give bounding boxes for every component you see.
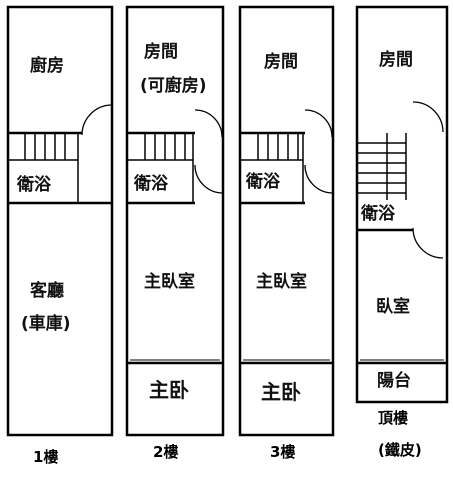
floor-3-plan: [238, 5, 335, 437]
floor-1-stairs: [8, 133, 78, 161]
floor-3-door: [304, 109, 333, 138]
floor-2-room-note: (可廚房): [140, 76, 207, 96]
floor-1-living-note: (車庫): [21, 314, 71, 334]
floor-3-master-label: 主臥室: [256, 272, 307, 292]
floor-2-plan: [125, 5, 225, 437]
floor-2-master-label: 主臥室: [144, 272, 195, 292]
floor-1-door: [81, 104, 113, 136]
floor-3-door: [304, 164, 334, 194]
floor-2-outline: [125, 5, 225, 437]
floor-3-master-bath-label: 主卧: [261, 380, 301, 404]
floor-2-bath-label: 衛浴: [134, 174, 168, 194]
floor-1-outline: [6, 5, 114, 437]
floor-3-caption: 3樓: [270, 443, 296, 461]
floor-3-outline: [238, 5, 335, 437]
top-floor-room-label: 房間: [379, 50, 413, 70]
top-floor-door: [412, 101, 444, 133]
floor-1-caption: 1樓: [33, 448, 59, 466]
top-floor-balcony-label: 陽台: [377, 371, 411, 391]
floor-2-stairs: [127, 133, 194, 203]
top-floor-door: [412, 227, 444, 259]
top-floor-outline: [355, 5, 449, 404]
floor-2-room-label: 房間: [144, 42, 178, 62]
top-floor-plan: [355, 5, 449, 404]
top-floor-stairs: [357, 133, 407, 200]
floor-1-living-label: 客廳: [30, 281, 64, 301]
top-floor-caption-note: (鐵皮): [378, 441, 422, 459]
floor-2-master-bath-label: 主卧: [149, 378, 189, 402]
top-floor-bedroom-label: 臥室: [376, 297, 410, 317]
floor-2-door: [194, 164, 224, 194]
floor-1-kitchen-label: 廚房: [30, 56, 64, 76]
floor-3-room-label: 房間: [264, 52, 298, 72]
floor-2-door: [194, 109, 223, 138]
top-floor-caption: 頂樓: [378, 409, 409, 427]
top-floor-bath-label: 衛浴: [361, 204, 395, 224]
floor-2-caption: 2樓: [153, 443, 179, 461]
floor-3-stairs: [240, 133, 304, 203]
floor-3-bath-label: 衛浴: [246, 172, 280, 192]
floor-1-bath-label: 衛浴: [17, 175, 51, 195]
